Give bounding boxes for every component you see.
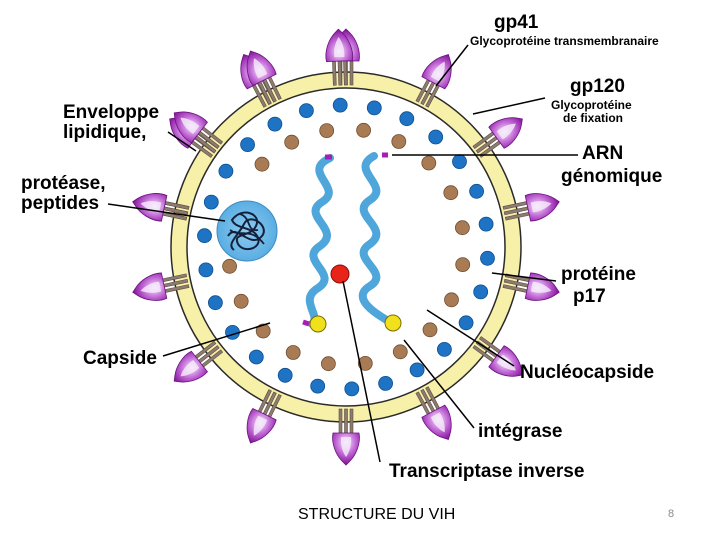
capsid-protein-dot (391, 134, 407, 149)
capsid-protein-dot (320, 356, 336, 372)
genomic-rna (302, 152, 394, 328)
label-p17-2: p17 (573, 286, 606, 307)
matrix-protein-dot (478, 216, 494, 232)
capsid-protein-dot (357, 355, 373, 371)
label-gp120: gp120 (570, 76, 625, 97)
matrix-protein-dot (473, 284, 489, 300)
matrix-protein-dot (218, 163, 234, 179)
label-arn-2: génomique (561, 166, 662, 187)
capsid-protein-dot (254, 156, 270, 172)
matrix-protein-dot (480, 250, 495, 266)
protease-blob-icon (216, 200, 278, 262)
matrix-protein-dots (197, 97, 495, 397)
matrix-protein-dot (207, 295, 223, 311)
integrase-dot-left (309, 315, 327, 333)
matrix-protein-dot (428, 129, 444, 145)
capsid-protein-dot (222, 258, 238, 274)
matrix-protein-dot (240, 137, 256, 153)
label-gp120-desc-2: de fixation (563, 111, 623, 125)
matrix-protein-dot (409, 362, 425, 378)
capsid-protein-dot (285, 345, 301, 360)
matrix-protein-dot (332, 97, 348, 113)
matrix-protein-dot (203, 194, 219, 210)
transcriptase-dot (330, 264, 350, 284)
label-nucleocapside: Nucléocapside (520, 362, 654, 383)
label-protease-1: protéase, (21, 173, 105, 194)
matrix-protein-dot (458, 315, 474, 331)
label-gp120-desc-1: Glycoprotéine (551, 98, 632, 112)
label-enveloppe-2: lipidique, (63, 122, 146, 143)
matrix-protein-dot (452, 154, 467, 170)
matrix-protein-dot (344, 381, 360, 397)
label-capside: Capside (83, 348, 157, 369)
capsid-protein-dots (222, 122, 471, 372)
matrix-protein-dot (248, 349, 264, 365)
label-protease-2: peptides (21, 193, 99, 214)
label-transcriptase: Transcriptase inverse (389, 461, 584, 482)
label-arn-1: ARN (582, 143, 623, 164)
integrase-dot-right (384, 314, 402, 332)
label-enveloppe-1: Enveloppe (63, 102, 159, 123)
label-gp41: gp41 (494, 12, 539, 33)
capsid-protein-dot (233, 293, 249, 309)
matrix-protein-dot (298, 103, 314, 118)
matrix-protein-dot (310, 378, 326, 394)
matrix-protein-dot (267, 116, 283, 132)
capsid-protein-dot (421, 155, 437, 171)
capsid-protein-dot (284, 134, 300, 150)
leader-lines (107, 44, 578, 463)
label-integrase: intégrase (478, 421, 562, 442)
matrix-protein-dot (197, 228, 212, 244)
label-p17-1: protéine (561, 264, 636, 285)
matrix-protein-dot (366, 100, 382, 116)
capsid-protein-dot (455, 257, 471, 273)
capsid-protein-dot (356, 122, 372, 138)
matrix-protein-dot (378, 375, 394, 391)
figure-caption: STRUCTURE DU VIH (298, 506, 456, 523)
page-number: 8 (668, 508, 675, 520)
matrix-protein-dot (277, 367, 293, 383)
matrix-protein-dot (436, 341, 452, 357)
matrix-protein-dot (399, 111, 415, 127)
capsid-protein-dot (392, 344, 408, 360)
matrix-protein-dot (469, 183, 485, 199)
capsid-protein-dot (444, 292, 459, 308)
capsid-protein-dot (255, 323, 271, 339)
capsid-protein-dot (454, 220, 470, 236)
label-gp41-desc: Glycoprotéine transmembranaire (470, 34, 659, 48)
capsid-protein-dot (443, 185, 459, 201)
matrix-protein-dot (198, 262, 214, 278)
capsid-protein-dot (422, 322, 438, 338)
capsid-protein-dot (319, 123, 335, 139)
